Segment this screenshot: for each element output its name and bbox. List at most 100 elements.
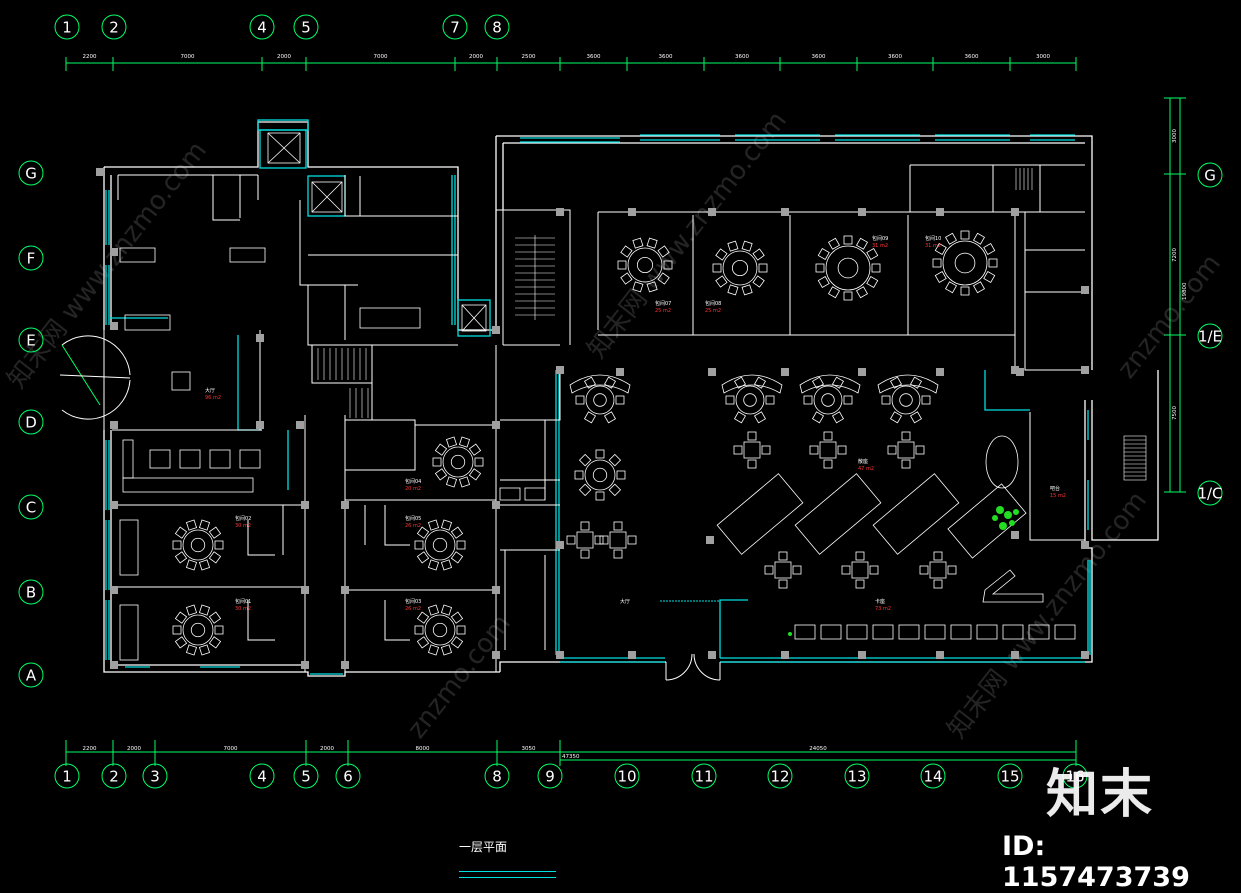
axis-label: 1/E <box>1198 328 1222 346</box>
round-table <box>932 230 998 296</box>
axis-label: E <box>26 332 35 350</box>
round-table <box>414 604 466 656</box>
axis-label: 4 <box>257 768 267 786</box>
bottom-dim-text: 2000 <box>320 746 334 752</box>
bottom-dimension-line <box>65 740 1077 766</box>
column <box>708 208 716 216</box>
booth-seat <box>976 624 998 640</box>
booth-seat <box>820 624 842 640</box>
right-dim-text: 19800 <box>1182 282 1188 300</box>
title-underline <box>459 871 556 872</box>
right-dim-text: 7200 <box>1172 248 1178 262</box>
round-table <box>803 376 853 424</box>
axis-label: F <box>27 250 36 268</box>
booth-seat <box>872 624 894 640</box>
axis-circle <box>844 763 870 789</box>
right-dim-text: 7500 <box>1172 406 1178 420</box>
room-area: 15 m2 <box>1050 493 1066 499</box>
bottom-axis-marker: 11 <box>691 763 717 789</box>
square-tables <box>566 431 957 589</box>
top-axis-marker: 5 <box>293 14 319 40</box>
left-axis-marker: B <box>18 579 44 605</box>
left-axis-marker: F <box>18 245 44 271</box>
diagonal-watermark: znzmo.com <box>402 609 517 744</box>
right-axis-marker: G <box>1197 162 1223 188</box>
axis-circle <box>293 763 319 789</box>
round-table <box>432 436 484 488</box>
axis-label: 12 <box>770 768 789 786</box>
stairs <box>317 168 1147 481</box>
column <box>110 248 118 256</box>
bottom-axis-marker: 6 <box>335 763 361 789</box>
axis-circle <box>442 14 468 40</box>
axis-circle <box>484 14 510 40</box>
booth-seat <box>924 624 946 640</box>
column <box>858 368 866 376</box>
column <box>781 208 789 216</box>
column <box>556 208 564 216</box>
room-area: 26 m2 <box>405 523 421 529</box>
top-dim-text: 3600 <box>965 54 979 60</box>
round-table <box>881 376 931 424</box>
top-dimension-line <box>65 57 1077 71</box>
diagonal-watermark: znzmo.com <box>1112 249 1227 384</box>
room-name: 包间01 <box>235 598 251 605</box>
column <box>110 322 118 330</box>
column <box>492 586 500 594</box>
axis-circle <box>18 409 44 435</box>
room-area: 31 m2 <box>872 243 888 249</box>
square-table <box>809 431 847 469</box>
room-area: 96 m2 <box>205 395 221 401</box>
booth-seat <box>1002 624 1024 640</box>
column <box>492 651 500 659</box>
watermark-logo: 知末 <box>1046 765 1155 825</box>
axis-circle <box>1062 763 1088 789</box>
right-grid-axes: G1/E1/C <box>1197 162 1223 506</box>
room-name: 包间08 <box>705 300 721 307</box>
axis-label: 6 <box>343 768 353 786</box>
left-axis-marker: D <box>18 409 44 435</box>
round-table <box>725 376 775 424</box>
bottom-dim-text: 2200 <box>83 746 97 752</box>
bottom-axis-marker: 16 <box>1062 763 1088 789</box>
axis-label: 1 <box>62 768 72 786</box>
column <box>556 366 564 374</box>
round-table <box>172 604 224 656</box>
interior-walls <box>112 164 1085 672</box>
room-name: 包间09 <box>872 235 888 242</box>
axis-label: 16 <box>1065 768 1084 786</box>
diagonal-watermark: 知末网 www.znzmo.com <box>582 106 793 364</box>
column <box>858 208 866 216</box>
room-area: 25 m2 <box>655 308 671 314</box>
column <box>556 651 564 659</box>
axis-circle <box>54 14 80 40</box>
top-dim-text: 2000 <box>277 54 291 60</box>
axis-label: 3 <box>150 768 160 786</box>
room-area: 47 m2 <box>858 466 874 472</box>
column <box>708 368 716 376</box>
bottom-axis-marker: 10 <box>614 763 640 789</box>
bottom-axis-marker: 1 <box>54 763 80 789</box>
booth-seat <box>1028 624 1050 640</box>
axis-label: G <box>25 165 37 183</box>
top-dim-text: 3600 <box>812 54 826 60</box>
entrance-door <box>59 330 131 430</box>
square-table <box>599 521 637 559</box>
bottom-dim-text: 7000 <box>224 746 238 752</box>
top-dim-text: 7000 <box>374 54 388 60</box>
round-table <box>172 519 224 571</box>
column <box>616 368 624 376</box>
round-table <box>617 237 673 293</box>
room-name: 包间02 <box>235 515 251 522</box>
room-name: 包间04 <box>405 478 421 485</box>
drawing-title: 一层平面 <box>459 840 508 854</box>
bottom-axis-marker: 9 <box>537 763 563 789</box>
bottom-dim-text: 8000 <box>416 746 430 752</box>
axis-circle <box>537 763 563 789</box>
bottom-axis-marker: 2 <box>101 763 127 789</box>
plant <box>788 506 1019 636</box>
column <box>256 334 264 342</box>
top-dim-text: 3600 <box>587 54 601 60</box>
